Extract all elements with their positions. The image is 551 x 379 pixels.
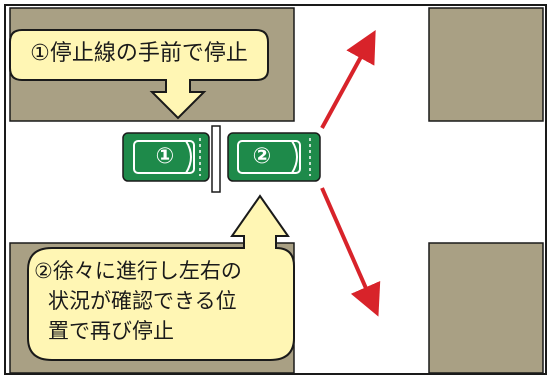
car-1-icon xyxy=(122,132,210,182)
stop-line xyxy=(211,125,221,193)
callout-1-text: ①停止線の手前で停止 xyxy=(30,41,248,66)
car-2-label: ② xyxy=(252,144,272,169)
callout-2-text: ②徐々に進行し左右の 状況が確認できる位 置で再び停止 xyxy=(34,256,284,346)
callout-2-line-3: 置で再び停止 xyxy=(48,319,174,343)
red-arrow-down-icon xyxy=(320,187,381,317)
callout-1 xyxy=(9,29,269,120)
callout-2 xyxy=(27,194,295,361)
car-2-icon xyxy=(227,132,321,182)
car-1-label: ① xyxy=(155,144,175,169)
block-bottom-right xyxy=(428,242,544,374)
red-arrow-up-icon xyxy=(320,29,376,129)
callout-2-line-2: 状況が確認できる位 xyxy=(48,289,237,313)
block-top-right xyxy=(428,7,544,122)
callout-2-line-1: ②徐々に進行し左右の xyxy=(34,259,242,283)
